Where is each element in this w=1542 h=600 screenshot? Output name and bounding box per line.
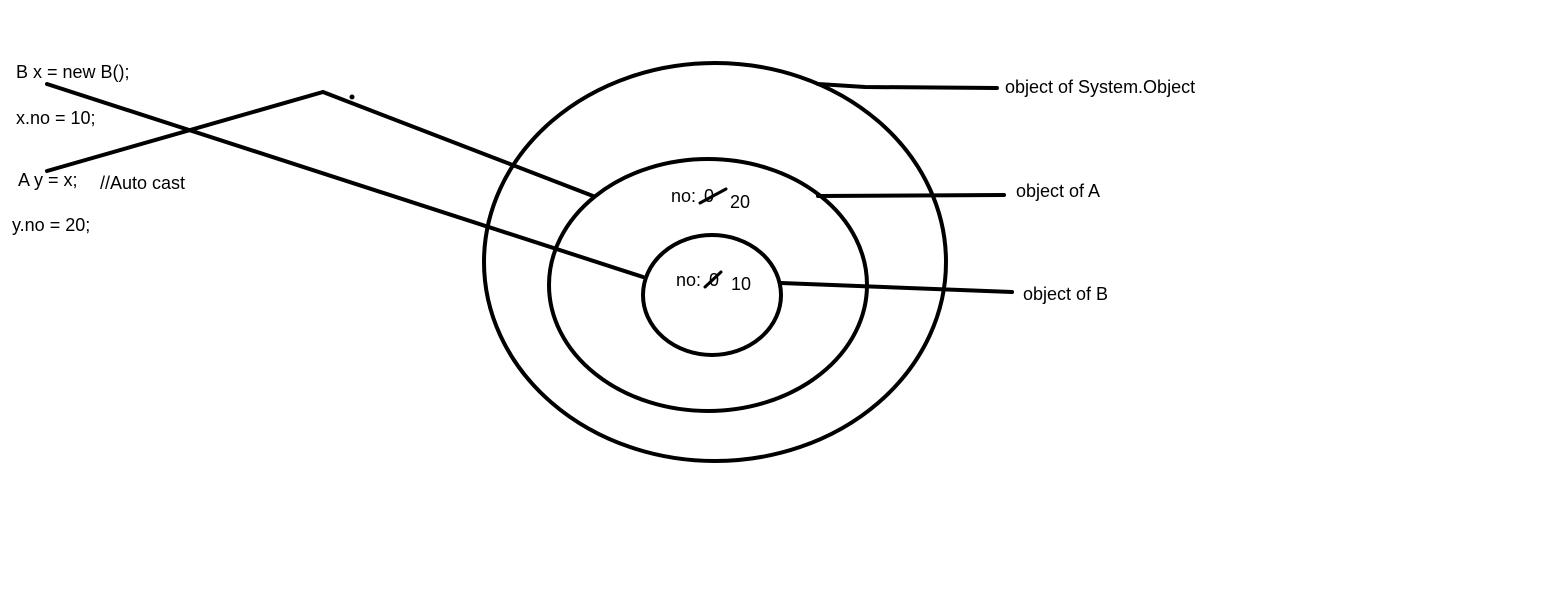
strike-b-old-value <box>703 270 723 289</box>
reference-line-x <box>45 82 645 279</box>
field-a-new-value: 20 <box>730 192 750 212</box>
stray-dot <box>349 94 355 100</box>
leader-line-system-object <box>816 82 999 90</box>
label-object-b: object of B <box>1023 284 1108 304</box>
reference-line-y <box>45 89 595 198</box>
code-line-y-no: y.no = 20; <box>12 215 90 235</box>
field-a-prefix: no: <box>671 186 696 206</box>
field-b-new-value: 10 <box>731 274 751 294</box>
leader-line-object-b <box>779 281 1014 294</box>
object-system-object-ellipse <box>482 61 948 463</box>
code-line-a-y: A y = x; <box>18 170 78 190</box>
code-line-x-no: x.no = 10; <box>16 108 96 128</box>
object-b-ellipse <box>641 233 783 357</box>
label-object-a: object of A <box>1016 181 1100 201</box>
code-line-new-b: B x = new B(); <box>16 62 130 82</box>
label-object-system-object: object of System.Object <box>1005 77 1195 97</box>
code-comment-auto-cast: //Auto cast <box>100 173 185 193</box>
leader-line-object-a <box>816 193 1006 198</box>
strike-a-old-value <box>698 187 728 205</box>
field-b-prefix: no: <box>676 270 701 290</box>
field-a-old-value: 0 <box>704 186 714 206</box>
